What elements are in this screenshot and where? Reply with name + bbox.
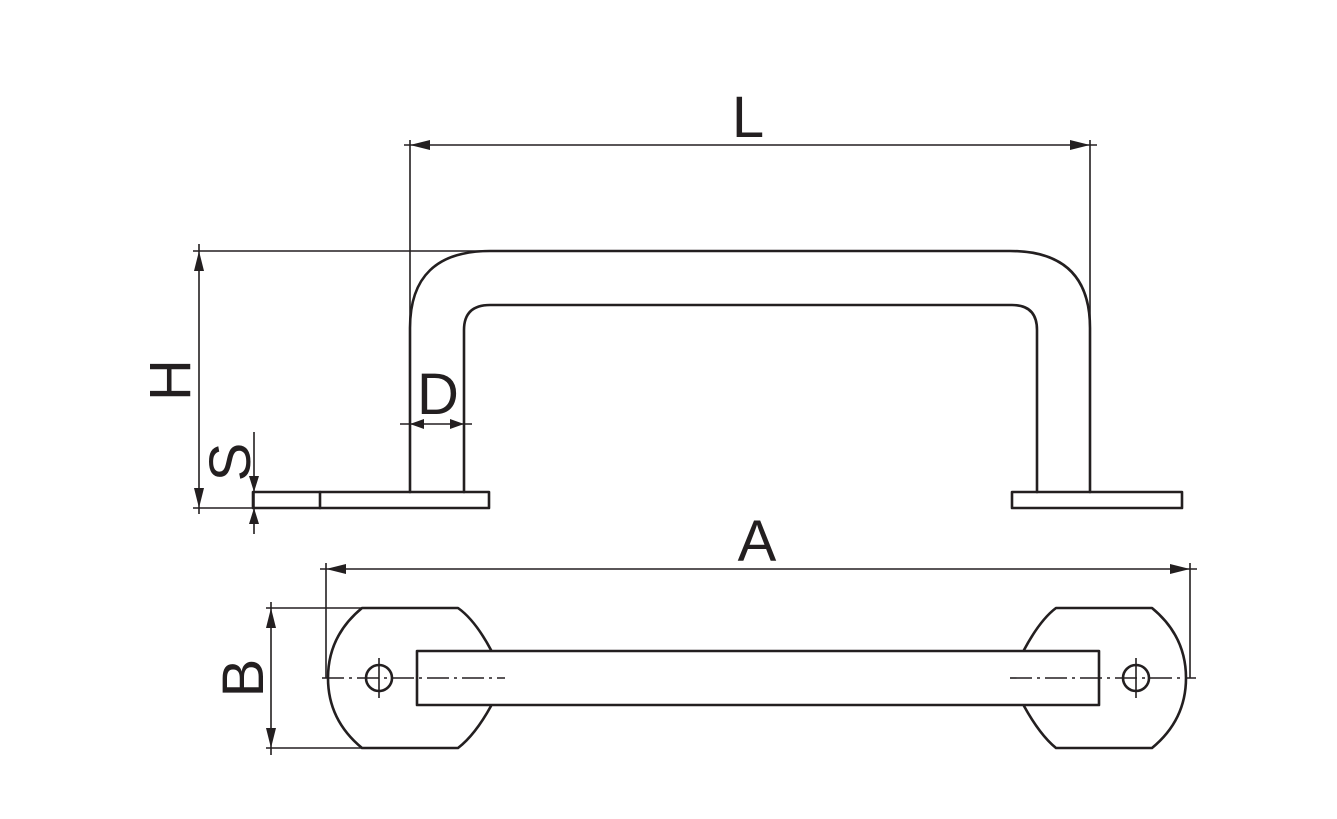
left-base-plate (251, 490, 491, 510)
dimension-label-L: L (732, 85, 764, 150)
dimension-D: D (400, 362, 472, 429)
top-view (322, 606, 1196, 750)
dimension-L: L (404, 85, 1097, 330)
handle-bar-top (415, 649, 1101, 707)
dimension-H: H (138, 244, 490, 514)
dimension-label-D: D (417, 362, 459, 427)
dimension-A: A (320, 509, 1197, 678)
dimension-label-S: S (198, 443, 263, 482)
dimension-label-A: A (738, 509, 777, 574)
dimension-S: S (198, 432, 263, 534)
dimension-B: B (211, 602, 362, 755)
handle-inner-contour (462, 303, 1039, 494)
right-base-plate (1010, 490, 1184, 510)
front-view (251, 249, 1184, 510)
dimension-label-H: H (138, 359, 203, 401)
dimension-lines: L H S D (138, 85, 1197, 755)
right-mounting-plate (1022, 606, 1188, 750)
handle-outer-contour (408, 249, 1092, 494)
dimension-label-B: B (211, 659, 276, 698)
